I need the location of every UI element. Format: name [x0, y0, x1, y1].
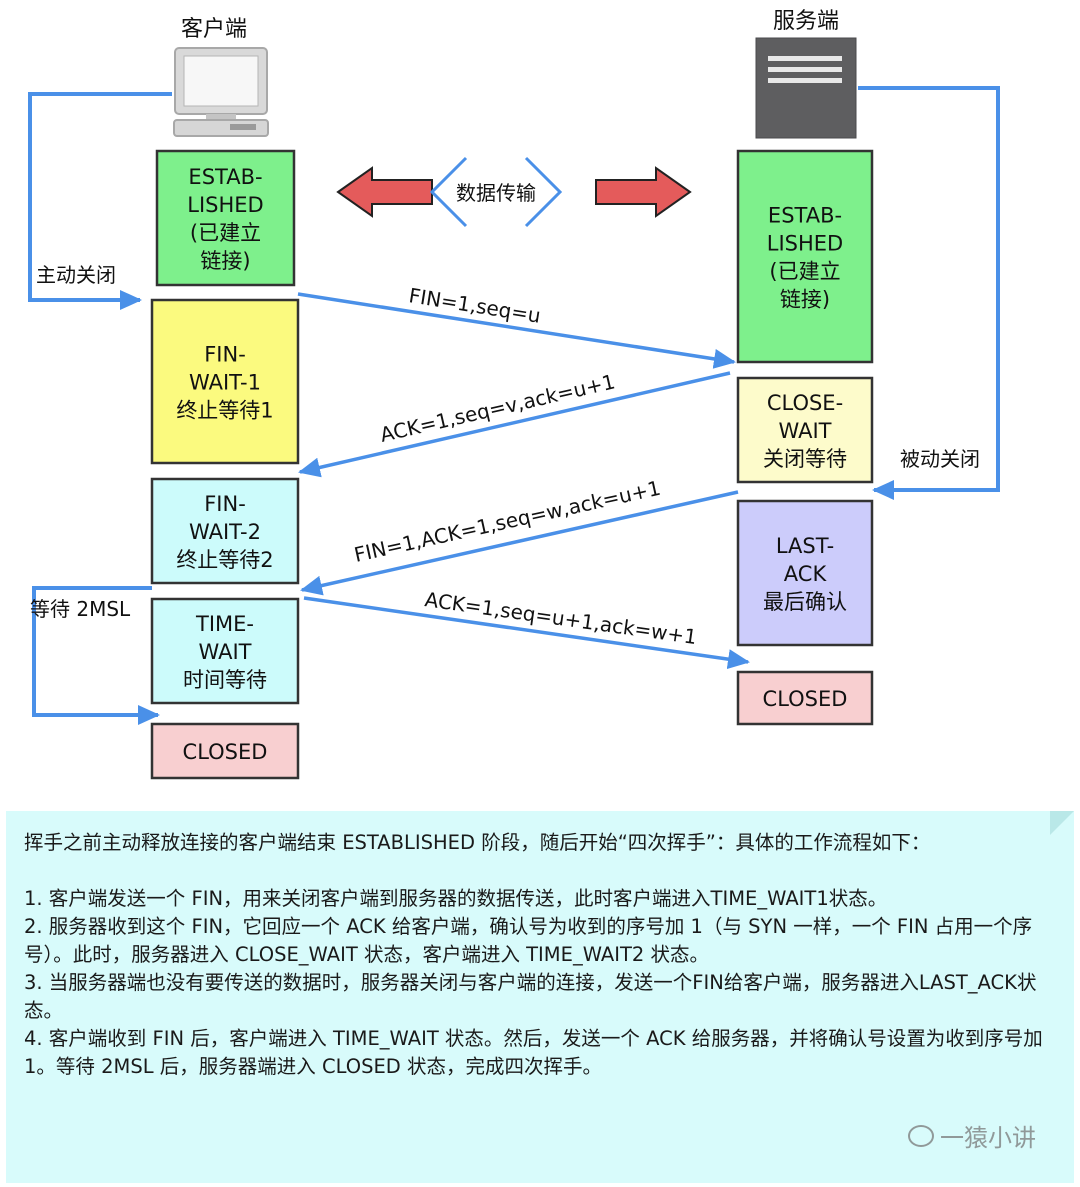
server-state-box-4: CLOSED — [736, 670, 874, 726]
client-state-2-line-1: FIN- — [204, 343, 246, 367]
explanation-step-4: 4. 客户端收到 FIN 后，客户端进入 TIME_WAIT 状态。然后，发送一… — [24, 1027, 1043, 1078]
explanation-step-2: 2. 服务器收到这个 FIN，它回应一个 ACK 给客户端，确认号为收到的序号加… — [24, 915, 1033, 966]
folded-corner — [1050, 811, 1074, 835]
client-title: 客户端 — [181, 17, 247, 42]
data-transfer-label: 数据传输 — [456, 181, 536, 205]
explanation-intro: 挥手之前主动释放连接的客户端结束 ESTABLISHED 阶段，随后开始“四次挥… — [24, 831, 931, 854]
server-state-4-line-1: CLOSED — [763, 687, 848, 711]
client-state-1-line-2: LISHED — [187, 193, 263, 217]
explanation-step-1: 1. 客户端发送一个 FIN，用来关闭客户端到服务器的数据传送，此时客户端进入T… — [24, 887, 888, 910]
client-state-1-line-4: 链接) — [200, 249, 250, 273]
message-label-3: FIN=1,ACK=1,seq=w,ack=u+1 — [352, 476, 663, 567]
server-state-2-line-1: CLOSE- — [767, 391, 843, 415]
client-state-3-line-3: 终止等待2 — [176, 548, 273, 572]
client-state-4-line-1: TIME- — [195, 612, 254, 636]
server-state-box-2: CLOSE- WAIT 关闭等待 — [736, 376, 874, 484]
client-state-1-line-3: (已建立 — [190, 221, 261, 245]
message-label-4: ACK=1,seq=u+1,ack=w+1 — [423, 587, 698, 649]
server-state-3-line-3: 最后确认 — [763, 590, 847, 614]
watermark: 一猿小讲 — [908, 1118, 1036, 1153]
watermark-text: 一猿小讲 — [940, 1124, 1036, 1152]
client-state-5-line-1: CLOSED — [183, 740, 268, 764]
passive-close-label: 被动关闭 — [900, 447, 980, 471]
client-state-box-2: FIN- WAIT-1 终止等待1 — [150, 298, 300, 465]
wait-2msl-arrow — [32, 586, 160, 725]
server-state-1-line-2: LISHED — [767, 232, 843, 256]
server-icon — [755, 37, 857, 139]
client-state-box-5: CLOSED — [150, 722, 300, 780]
client-state-4-line-3: 时间等待 — [183, 668, 267, 692]
passive-close-arrow — [858, 86, 1000, 500]
server-state-3-line-1: LAST- — [776, 534, 834, 558]
server-state-2-line-2: WAIT — [778, 419, 831, 443]
client-state-2-line-3: 终止等待1 — [176, 399, 273, 423]
client-state-column: ESTAB-LISHED(已建立链接)FIN-WAIT-1终止等待1FIN-WA… — [150, 149, 300, 780]
wechat-icon — [908, 1124, 934, 1147]
data-transfer-indicator: 数据传输 — [336, 156, 692, 228]
client-state-2-line-2: WAIT-1 — [189, 371, 261, 395]
server-state-3-line-2: ACK — [784, 562, 828, 586]
explanation-panel: 挥手之前主动释放连接的客户端结束 ESTABLISHED 阶段，随后开始“四次挥… — [6, 811, 1074, 1183]
server-title: 服务端 — [773, 9, 839, 34]
computer-icon — [173, 47, 269, 137]
server-state-2-line-3: 关闭等待 — [763, 447, 847, 471]
tcp-four-way-handshake-diagram: 客户端 服务端 ESTAB-LISHED(已建立链接)FIN-WAIT-1终止等… — [28, 9, 1000, 780]
client-state-1-line-1: ESTAB- — [188, 165, 262, 189]
message-arrow-1 — [297, 292, 736, 369]
message-arrow-3 — [300, 490, 739, 596]
client-state-3-line-2: WAIT-2 — [189, 520, 261, 544]
server-state-1-line-1: ESTAB- — [768, 204, 842, 228]
wait-2msl-label: 等待 2MSL — [30, 597, 131, 621]
active-close-label: 主动关闭 — [36, 263, 116, 287]
client-state-box-4: TIME- WAIT 时间等待 — [150, 597, 300, 705]
message-arrow-2 — [298, 371, 731, 478]
server-state-1-line-3: (已建立 — [769, 260, 840, 284]
server-state-box-3: LAST- ACK 最后确认 — [736, 499, 874, 647]
client-state-box-3: FIN- WAIT-2 终止等待2 — [150, 477, 300, 585]
message-arrow-4 — [303, 596, 750, 670]
explanation-step-3: 3. 当服务器端也没有要传送的数据时，服务器关闭与客户端的连接，发送一个FIN给… — [24, 971, 1037, 1022]
server-state-1-line-4: 链接) — [780, 288, 830, 312]
active-close-arrow — [28, 92, 172, 310]
client-state-3-line-1: FIN- — [204, 492, 246, 516]
client-state-4-line-2: WAIT — [198, 640, 251, 664]
